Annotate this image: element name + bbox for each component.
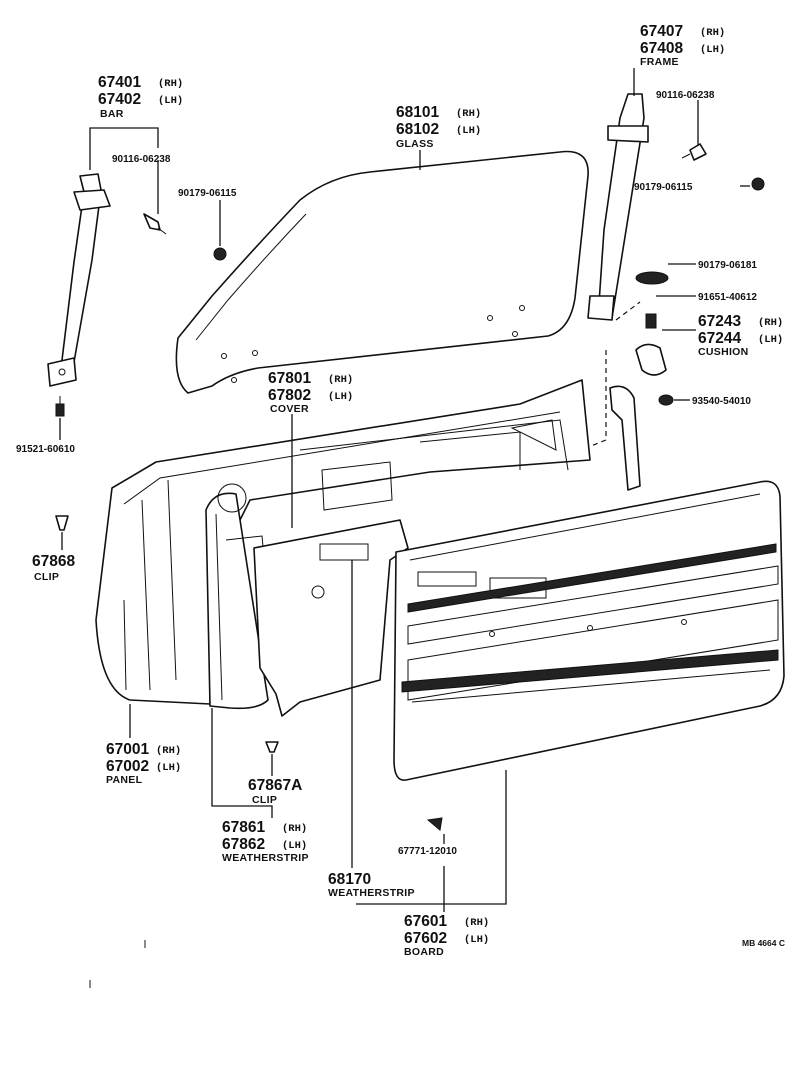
frame-lh-side: (LH) — [700, 44, 725, 56]
door-bar-drawing — [47, 173, 227, 417]
cushion-rh-side: (RH) — [758, 317, 783, 329]
weatherstrip-outer-number: 68170 — [328, 871, 371, 888]
label-frame: 67407 (RH) 67408 (LH) FRAME — [640, 23, 725, 68]
weatherstrip-inner-lh-side: (LH) — [282, 840, 307, 852]
inner-weatherstrip-drawing — [205, 483, 269, 710]
bar-lh-side: (LH) — [158, 95, 183, 107]
label-glass: 68101 (RH) 68102 (LH) GLASS — [396, 104, 481, 150]
door-panel-drawing — [95, 379, 591, 705]
label-bar-bolt: 91521-60610 — [16, 444, 75, 455]
frame-name: FRAME — [640, 56, 679, 68]
board-rh-side: (RH) — [464, 917, 489, 929]
frame-lh-number: 67408 — [640, 40, 683, 57]
label-frame-bolt: 91651-40612 — [698, 292, 757, 303]
glass-rh-number: 68101 — [396, 104, 439, 121]
glass-rh-side: (RH) — [456, 108, 481, 120]
board-lh-number: 67602 — [404, 930, 447, 947]
clip-left-number: 67868 — [32, 553, 75, 570]
board-name: BOARD — [404, 946, 444, 958]
clip-left-name: CLIP — [34, 571, 59, 583]
label-frame-flat-nut: 90179-06181 — [698, 260, 757, 271]
label-board: 67601 (RH) 67602 (LH) BOARD — [404, 913, 489, 958]
weatherstrip-outer-name: WEATHERSTRIP — [328, 887, 415, 899]
cushion-lh-side: (LH) — [758, 334, 783, 346]
glass-name: GLASS — [396, 138, 434, 150]
leader-lines — [59, 68, 750, 912]
label-bar: 67401 (RH) 67402 (LH) BAR — [98, 74, 183, 120]
glass-lh-side: (LH) — [456, 125, 481, 137]
label-glass-nut: 90179-06115 — [178, 188, 237, 199]
label-clip-left: 67868 CLIP — [32, 553, 75, 583]
label-outer-weatherstrip: 68170 WEATHERSTRIP — [328, 871, 415, 899]
reference-code: MB 4664 C — [742, 938, 785, 948]
cover-name: COVER — [270, 403, 309, 415]
weatherstrip-inner-rh-number: 67861 — [222, 819, 265, 836]
bar-rh-number: 67401 — [98, 74, 141, 91]
label-frame-nut: 90179-06115 — [634, 182, 693, 193]
label-cover: 67801 (RH) 67802 (LH) COVER — [268, 370, 353, 415]
label-right-screw: 93540-54010 — [692, 396, 751, 407]
cushion-rh-number: 67243 — [698, 313, 741, 330]
cover-rh-side: (RH) — [328, 374, 353, 386]
cover-lh-side: (LH) — [328, 391, 353, 403]
bar-rh-side: (RH) — [158, 78, 183, 90]
label-clip-mid: 67867A CLIP — [248, 777, 302, 806]
door-glass-drawing — [175, 150, 589, 394]
panel-rh-side: (RH) — [156, 745, 181, 757]
cover-rh-number: 67801 — [268, 370, 311, 387]
label-cushion: 67243 (RH) 67244 (LH) CUSHION — [698, 313, 783, 358]
weatherstrip-inner-lh-number: 67862 — [222, 836, 265, 853]
clip-mid-number: 67867A — [248, 777, 302, 794]
cushion-lh-number: 67244 — [698, 330, 741, 347]
weatherstrip-inner-name: WEATHERSTRIP — [222, 852, 309, 864]
label-frame-screw: 90116-06238 — [656, 90, 715, 101]
clip-mid-name: CLIP — [252, 794, 277, 806]
weatherstrip-inner-rh-side: (RH) — [282, 823, 307, 835]
frame-rh-number: 67407 — [640, 23, 683, 40]
bar-name: BAR — [100, 108, 124, 120]
cover-lh-number: 67802 — [268, 387, 311, 404]
glass-lh-number: 68102 — [396, 121, 439, 138]
frame-rh-side: (RH) — [700, 27, 725, 39]
panel-lh-number: 67002 — [106, 758, 149, 775]
door-frame-drawing — [585, 93, 765, 491]
door-cover-drawing — [253, 519, 409, 717]
panel-name: PANEL — [106, 774, 143, 786]
cushion-name: CUSHION — [698, 346, 749, 358]
label-inner-weatherstrip: 67861 (RH) 67862 (LH) WEATHERSTRIP — [222, 819, 309, 864]
clips-drawing — [55, 515, 443, 831]
bar-lh-number: 67402 — [98, 91, 141, 108]
label-board-clip: 67771-12010 — [398, 846, 457, 857]
panel-lh-side: (LH) — [156, 762, 181, 774]
board-rh-number: 67601 — [404, 913, 447, 930]
label-panel: 67001 (RH) 67002 (LH) PANEL — [106, 741, 181, 786]
board-lh-side: (LH) — [464, 934, 489, 946]
panel-rh-number: 67001 — [106, 741, 149, 758]
door-board-drawing — [393, 480, 785, 781]
label-bar-screw: 90116-06238 — [112, 154, 171, 165]
